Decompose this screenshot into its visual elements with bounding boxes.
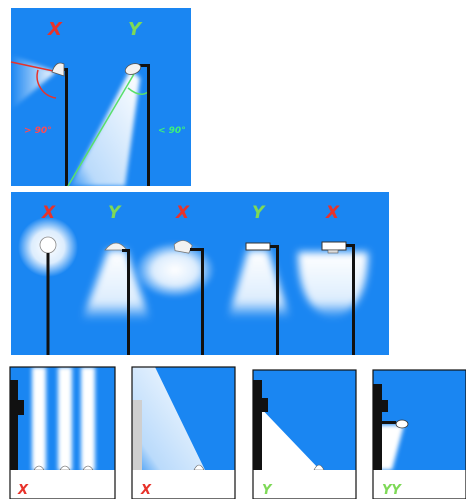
shoebox-lamp xyxy=(246,243,270,250)
angle-label-good: < 90° xyxy=(158,126,186,136)
uplight-beam xyxy=(81,367,95,471)
mark-b1: X xyxy=(17,483,29,498)
bottom-panel-2: X xyxy=(132,367,235,499)
bottom-panel-3: Y xyxy=(253,370,356,499)
bottom-panel-4: YY xyxy=(373,370,466,499)
pole-1 xyxy=(47,253,50,355)
mark-b3: Y xyxy=(262,483,273,498)
panel-middle: X Y X Y X xyxy=(11,192,389,355)
pole-4 xyxy=(276,245,279,355)
wall-arm xyxy=(382,421,396,424)
arm-3 xyxy=(190,248,202,251)
mark-b2: X xyxy=(140,483,152,498)
panel-top: > 90° < 90° X Y xyxy=(11,8,191,186)
pole-3 xyxy=(201,248,204,355)
uplight-beam xyxy=(58,367,72,471)
mark-bad: X xyxy=(47,19,63,40)
drop-lens xyxy=(328,250,338,253)
mark-4: Y xyxy=(252,203,266,223)
arm-4 xyxy=(270,245,276,248)
angle-label-bad: > 90° xyxy=(24,126,52,136)
pole-5 xyxy=(352,244,355,355)
bottom-panel-1: X xyxy=(10,367,115,499)
mark-b4: YY xyxy=(382,483,402,498)
mark-5: X xyxy=(325,203,340,223)
drop-lens-lamp xyxy=(322,242,346,250)
arm-5 xyxy=(346,244,352,247)
wall-lamp xyxy=(396,420,408,428)
pole-2 xyxy=(127,249,130,355)
mark-good: Y xyxy=(128,19,143,40)
mark-2: Y xyxy=(108,203,122,223)
pole-bad xyxy=(65,70,68,186)
pole-good xyxy=(147,66,150,186)
uplight-beam xyxy=(32,367,46,471)
globe-lamp xyxy=(40,237,56,253)
mark-3: X xyxy=(175,203,190,223)
mark-1: X xyxy=(41,203,56,223)
building-lit xyxy=(132,400,142,470)
